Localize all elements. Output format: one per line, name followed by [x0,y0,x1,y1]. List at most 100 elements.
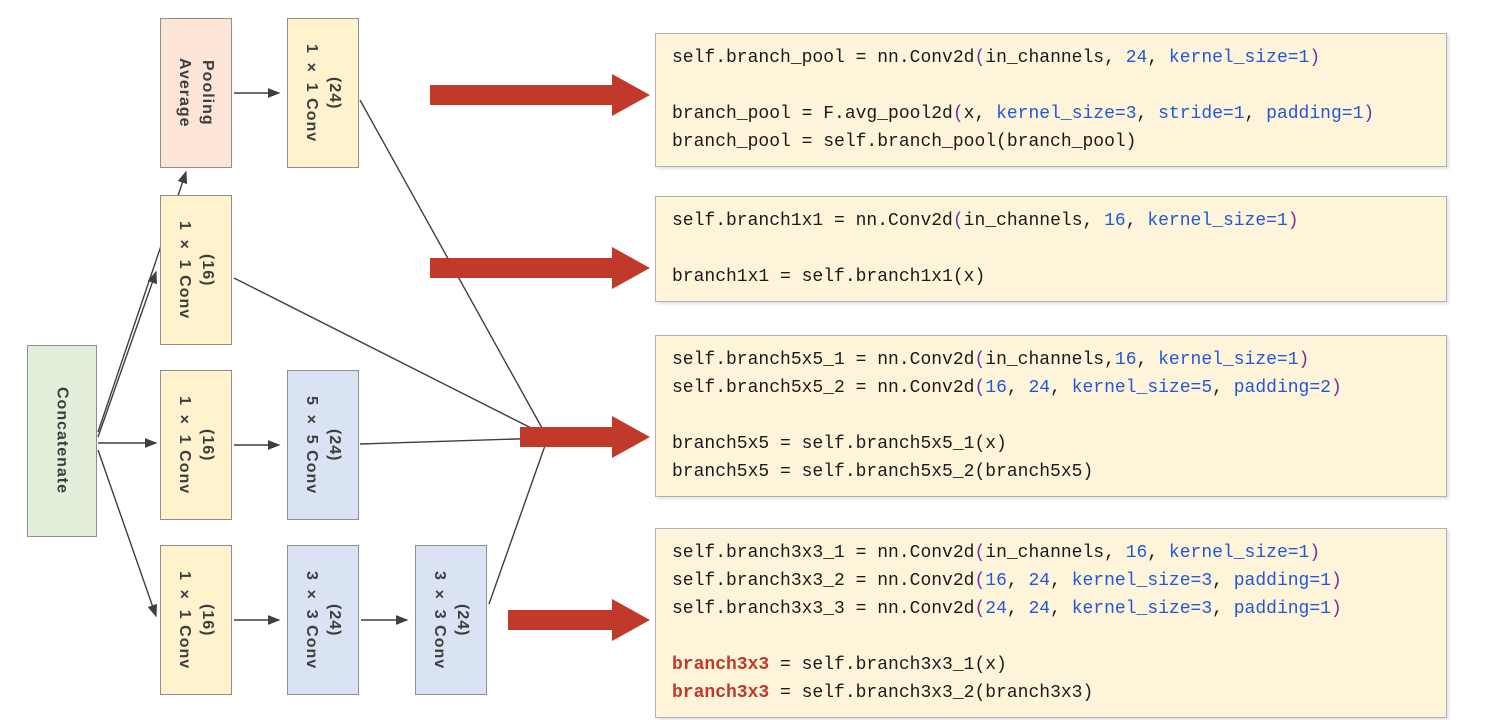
code-segment: ) [1287,211,1299,231]
node-label: Average [176,58,193,128]
code-line: self.branch3x3_2 = nn.Conv2d(16, 24, ker… [672,567,1430,595]
code-segment: ) [1309,543,1321,563]
code-segment: kernel_size=1 [1147,211,1288,231]
edge-concat-to-branch3x3 [97,449,157,618]
code-segment: self.branch5x5_1 = nn.Conv2d [672,350,975,370]
code-segment: kernel_size=3 [1071,571,1213,591]
code-segment: self.branch3x3_3 = nn.Conv2d [672,599,975,619]
node-conv-1x1-16-branch1x1: 1 × 1 Conv (16) [160,195,232,345]
code-block-branch-pool: self.branch_pool = nn.Conv2d(in_channels… [655,33,1447,167]
code-segment: padding=1 [1266,104,1364,124]
code-line [672,623,1430,651]
code-segment: , [1050,378,1072,398]
node-sublabel: (24) [326,76,344,110]
code-segment: in_channels, [963,211,1105,231]
code-segment: self.branch1x1 = nn.Conv2d [672,211,953,231]
red-arrow-branch3x3 [508,599,650,641]
node-label: 1 × 1 Conv [303,43,320,143]
node-sublabel: Pooling [199,60,217,126]
code-segment: kernel_size=5 [1071,378,1213,398]
code-segment: branch5x5 = self.branch5x5_2(branch5x5) [672,462,1094,482]
code-segment: kernel_size=1 [1168,543,1310,563]
node-concatenate: Concatenate [27,345,97,537]
node-label: 3 × 3 Conv [303,570,320,670]
code-block-branch3x3: self.branch3x3_1 = nn.Conv2d(in_channels… [655,528,1447,718]
code-segment: x, [963,104,997,124]
code-block-branch1x1: self.branch1x1 = nn.Conv2d(in_channels, … [655,196,1447,302]
code-segment: padding=1 [1233,571,1331,591]
node-conv-1x1-16-branch3x3: 1 × 1 Conv (16) [160,545,232,695]
code-segment: ( [974,571,986,591]
edge-concat-to-branch1x1 [97,270,157,438]
code-segment: , [1006,571,1029,591]
code-segment: 24 [1028,571,1051,591]
node-sublabel: (16) [199,603,217,637]
code-line: branch_pool = self.branch_pool(branch_po… [672,128,1430,156]
code-segment: self.branch3x3_1 = nn.Conv2d [672,543,975,563]
node-sublabel: (24) [326,428,344,462]
code-segment: , [1006,378,1029,398]
code-segment: ) [1298,350,1310,370]
code-line: self.branch_pool = nn.Conv2d(in_channels… [672,44,1430,72]
code-segment: padding=1 [1233,599,1331,619]
edge-conv3x3b-to-junction [488,439,548,605]
code-segment: , [1136,104,1159,124]
code-segment: 24 [985,599,1007,619]
code-segment: padding=2 [1233,378,1331,398]
red-arrow-branch1x1 [430,247,650,289]
node-label: 3 × 3 Conv [431,570,448,670]
code-line: branch1x1 = self.branch1x1(x) [672,263,1430,291]
code-line: branch5x5 = self.branch5x5_1(x) [672,430,1430,458]
code-line [672,72,1430,100]
edge-branch1x1-to-junction [233,277,548,437]
code-segment: branch3x3 [672,655,770,675]
code-line [672,402,1430,430]
node-sublabel: (16) [199,253,217,287]
code-segment: , [1136,350,1159,370]
code-segment: , [1050,571,1072,591]
code-segment: stride=1 [1158,104,1245,124]
code-line: branch3x3 = self.branch3x3_1(x) [672,651,1430,679]
code-segment: 24 [1125,48,1148,68]
code-segment: , [1147,543,1169,563]
code-segment: 24 [1028,378,1051,398]
code-line: self.branch1x1 = nn.Conv2d(in_channels, … [672,207,1430,235]
code-segment: ( [974,378,986,398]
code-segment: in_channels, [985,48,1126,68]
code-line: self.branch3x3_1 = nn.Conv2d(in_channels… [672,539,1430,567]
code-segment: = self.branch3x3_1(x) [769,655,1007,675]
code-segment: self.branch3x3_2 = nn.Conv2d [672,571,975,591]
code-segment: branch_pool = F.avg_pool2d [672,104,953,124]
code-segment: in_channels, [985,350,1115,370]
code-line: branch3x3 = self.branch3x3_2(branch3x3) [672,679,1430,707]
code-segment: ) [1309,48,1321,68]
node-sublabel: (24) [326,603,344,637]
code-segment: ( [974,599,986,619]
code-segment: , [1125,211,1148,231]
code-segment: 16 [985,571,1007,591]
node-conv-5x5-24: 5 × 5 Conv (24) [287,370,359,520]
code-segment: kernel_size=3 [1071,599,1213,619]
code-segment: ( [974,350,986,370]
node-label: 5 × 5 Conv [303,395,320,495]
code-segment: 16 [985,378,1007,398]
code-segment: , [1212,378,1234,398]
node-sublabel: (24) [454,603,472,637]
code-line [672,235,1430,263]
code-segment: 16 [1114,350,1137,370]
code-segment: , [1212,599,1234,619]
code-segment: ) [1330,571,1342,591]
code-segment: branch5x5 = self.branch5x5_1(x) [672,434,1007,454]
code-block-branch5x5: self.branch5x5_1 = nn.Conv2d(in_channels… [655,335,1447,497]
node-label: Concatenate [53,387,71,495]
code-segment: = self.branch3x3_2(branch3x3) [769,683,1094,703]
code-line: self.branch3x3_3 = nn.Conv2d(24, 24, ker… [672,595,1430,623]
code-segment: 24 [1028,599,1051,619]
code-segment: branch_pool = self.branch_pool(branch_po… [672,132,1137,152]
node-average-pooling: Average Pooling [160,18,232,168]
code-segment: kernel_size=3 [996,104,1137,124]
code-segment: , [1050,599,1072,619]
code-segment: 16 [1125,543,1148,563]
node-label: 1 × 1 Conv [176,395,193,495]
